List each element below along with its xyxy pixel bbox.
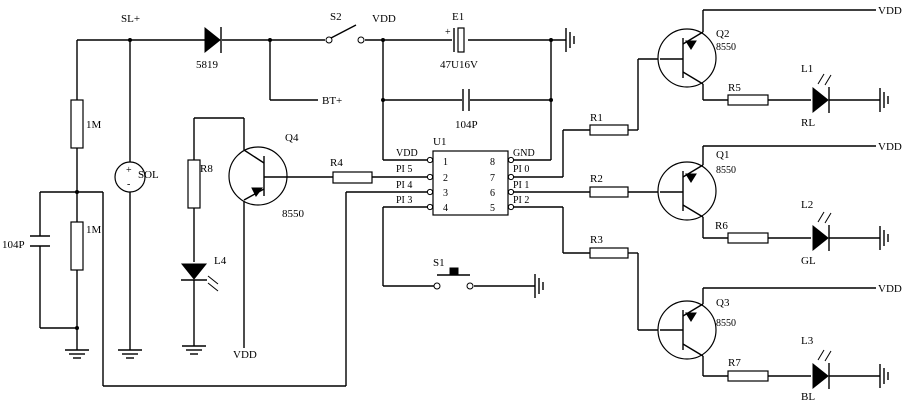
transistor-q3-type: 8550 <box>716 318 736 329</box>
solar-cell <box>114 40 146 359</box>
ic-u1-label: U1 <box>433 136 446 148</box>
diode-5819 <box>204 26 222 54</box>
transistor-q4-label: Q4 <box>285 132 299 144</box>
resistor-r1-label: R1 <box>590 112 603 124</box>
transistor-q3-label: Q3 <box>716 297 730 309</box>
transistor-q1-type: 8550 <box>716 165 736 176</box>
resistor-r5 <box>727 94 769 106</box>
ic-wiring <box>382 100 660 287</box>
ic-pin3-num: 3 <box>443 188 448 199</box>
transistor-q2-label: Q2 <box>716 28 729 40</box>
resistor-r2 <box>589 186 629 198</box>
led-l1 <box>812 73 832 114</box>
ic-pin5-name: PI 2 <box>513 195 529 206</box>
transistor-q4 <box>228 146 288 206</box>
ic-pin2-num: 2 <box>443 173 448 184</box>
resistor-r5-label: R5 <box>728 82 741 94</box>
led-l4 <box>180 263 219 292</box>
ic-left-pins <box>426 156 434 211</box>
ic-pin4-name: PI 3 <box>396 195 412 206</box>
ground-icon <box>879 88 889 112</box>
ic-pin3-name: PI 4 <box>396 180 412 191</box>
ic-pin2-name: PI 5 <box>396 164 412 175</box>
led-l2 <box>812 211 832 252</box>
solar-plus: + <box>126 165 132 176</box>
ground-icon <box>879 226 889 250</box>
ground-icon <box>65 349 89 359</box>
transistor-q4-type: 8550 <box>282 208 305 220</box>
resistor-r3-label: R3 <box>590 234 603 246</box>
ground-icon <box>534 274 544 298</box>
net-label-vdd-q1: VDD <box>878 141 902 153</box>
resistor-r6 <box>727 232 769 244</box>
left-divider-wires <box>39 40 428 387</box>
ic-right-pins <box>507 156 515 211</box>
solar-minus: - <box>127 179 130 190</box>
capacitor-e1-label: E1 <box>452 11 464 23</box>
switch-s1-label: S1 <box>433 257 445 269</box>
led-l1-label: L1 <box>801 63 813 75</box>
ic-u1-body <box>432 150 509 216</box>
ic-pin1-name: VDD <box>396 148 418 159</box>
capacitor-e1-value: 47U16V <box>440 59 478 71</box>
resistor-r7-label: R7 <box>728 357 741 369</box>
transistor-q1-label: Q1 <box>716 149 729 161</box>
transistor-q1 <box>657 145 880 239</box>
solar-label: SOL <box>138 169 159 181</box>
ic-pin8-num: 8 <box>490 157 495 168</box>
led-l2-name: GL <box>801 255 816 267</box>
resistor-1m-top-label: 1M <box>86 119 102 131</box>
top-rail-wires <box>77 39 566 161</box>
ground-icon <box>565 28 575 52</box>
net-label-bt-plus: BT+ <box>322 95 342 107</box>
ic-pin8-name: GND <box>513 148 535 159</box>
capacitor-c3 <box>30 235 50 247</box>
led-l3-name: BL <box>801 391 815 403</box>
capacitor-c3-value: 104P <box>2 239 25 251</box>
resistor-r4-label: R4 <box>330 157 343 169</box>
resistor-1m-top <box>70 99 84 149</box>
ic-pin1-num: 1 <box>443 157 448 168</box>
net-label-vdd-top: VDD <box>372 13 396 25</box>
ic-pin6-name: PI 1 <box>513 180 529 191</box>
transistor-q2 <box>637 9 880 130</box>
resistor-1m-bottom-label: 1M <box>86 224 102 236</box>
transistor-q2-type: 8550 <box>716 42 736 53</box>
resistor-r1 <box>589 124 629 136</box>
net-label-sl-plus: SL+ <box>121 13 140 25</box>
resistor-1m-bottom <box>70 221 84 271</box>
ic-pin4-num: 4 <box>443 203 448 214</box>
resistor-r6-label: R6 <box>715 220 728 232</box>
led-l4-label: L4 <box>214 255 227 267</box>
ic-pin7-name: PI 0 <box>513 164 529 175</box>
diode-5819-label: 5819 <box>196 59 219 71</box>
led-l3 <box>812 349 832 390</box>
capacitor-e1: + <box>445 27 465 53</box>
resistor-r3 <box>589 247 629 259</box>
resistor-r4 <box>332 171 373 184</box>
r8-branch-wires <box>182 117 428 355</box>
capacitor-c2 <box>462 89 470 111</box>
ground-icon <box>879 364 889 388</box>
switch-s2-label: S2 <box>330 11 342 23</box>
resistor-r8-label: R8 <box>200 163 213 175</box>
switch-s2 <box>325 24 365 44</box>
switch-s1 <box>433 267 474 290</box>
ic-pin6-num: 6 <box>490 188 495 199</box>
resistor-r2-label: R2 <box>590 173 603 185</box>
ic-pin5-num: 5 <box>490 203 495 214</box>
led-l3-label: L3 <box>801 335 814 347</box>
capacitor-c2-value: 104P <box>455 119 478 131</box>
svg-text:+: + <box>445 27 451 38</box>
ic-pin7-num: 7 <box>490 173 495 184</box>
net-label-vdd-q2: VDD <box>878 5 902 17</box>
resistor-r8 <box>187 159 201 209</box>
led-l1-name: RL <box>801 117 815 129</box>
led-l2-label: L2 <box>801 199 813 211</box>
net-label-vdd-q3: VDD <box>878 283 902 295</box>
net-label-vdd-q4: VDD <box>233 349 257 361</box>
transistor-q3 <box>637 253 880 377</box>
resistor-r7 <box>727 370 769 382</box>
